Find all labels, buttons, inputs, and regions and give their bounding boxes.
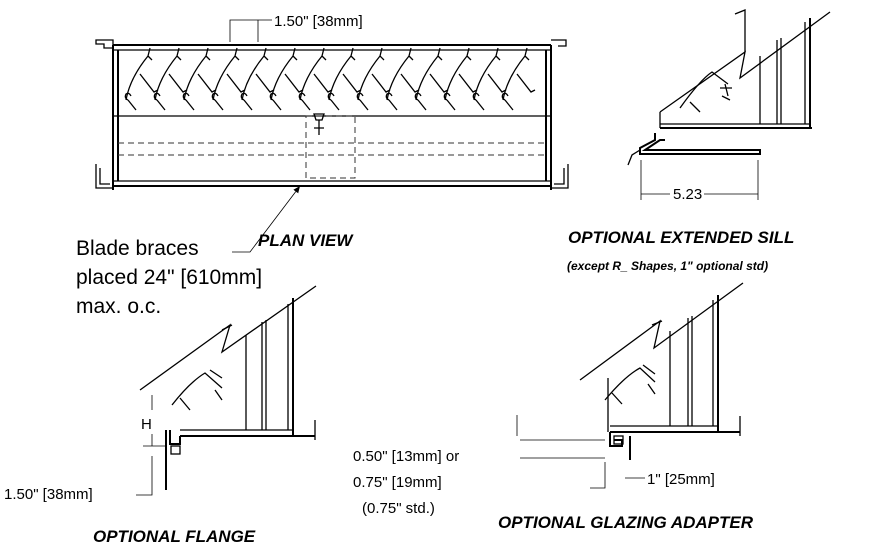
- plan-view-blade-hook: [182, 92, 190, 101]
- plan-view-blade: [270, 47, 304, 111]
- glazing-adapter-width-dimension: 1" [25mm]: [647, 471, 715, 488]
- plan-view-blade: [357, 47, 391, 111]
- plan-view-drawing: [95, 19, 569, 253]
- plan-view-blade: [299, 47, 333, 111]
- plan-view-blade: [415, 47, 449, 111]
- plan-view-blade: [125, 47, 159, 111]
- plan-view-blade-hook: [269, 92, 277, 101]
- blade-brace-note-line3: max. o.c.: [76, 295, 161, 318]
- plan-view-blade: [328, 47, 362, 111]
- plan-view-blade: [502, 47, 536, 111]
- plan-view-blade: [444, 47, 478, 111]
- plan-view-blade-hook: [356, 92, 364, 101]
- plan-view-blade: [386, 47, 420, 111]
- plan-view-blade-hook: [327, 92, 335, 101]
- plan-view-blade-hook: [472, 92, 480, 101]
- plan-view-blade-hook: [443, 92, 451, 101]
- plan-view-blade: [212, 47, 246, 111]
- flange-dimension: 1.50" [38mm]: [4, 486, 93, 503]
- plan-view-blades: [124, 47, 536, 111]
- plan-view-blade-hook: [298, 92, 306, 101]
- glazing-adapter-dim-line3: (0.75" std.): [362, 500, 435, 517]
- plan-view-blade-hook: [124, 92, 132, 101]
- plan-view-blade-hook: [211, 92, 219, 101]
- glazing-adapter-drawing: [516, 282, 744, 489]
- flange-drawing: [136, 285, 317, 496]
- plan-view-blade-hook: [385, 92, 393, 101]
- flange-height-label: H: [141, 416, 152, 433]
- plan-view-blade-hook: [414, 92, 422, 101]
- plan-view-blade: [183, 47, 217, 111]
- plan-view-blade-hook: [501, 92, 509, 101]
- plan-view-title: PLAN VIEW: [258, 231, 354, 250]
- plan-view-blade: [241, 47, 275, 111]
- flange-title: OPTIONAL FLANGE: [93, 527, 256, 546]
- blade-brace-note-line1: Blade braces: [76, 237, 199, 260]
- glazing-adapter-dim-line1: 0.50" [13mm] or: [353, 448, 459, 465]
- glazing-adapter-title: OPTIONAL GLAZING ADAPTER: [498, 513, 754, 532]
- blade-brace-note-line2: placed 24" [610mm]: [76, 266, 262, 289]
- extended-sill-drawing: [627, 9, 831, 200]
- plan-view-blade: [154, 47, 188, 111]
- plan-view-blade: [473, 47, 507, 111]
- plan-view-blade-hook: [240, 92, 248, 101]
- extended-sill-subtitle: (except R_ Shapes, 1" optional std): [567, 259, 768, 273]
- extended-sill-title: OPTIONAL EXTENDED SILL: [568, 228, 794, 247]
- plan-view-blade-hook: [153, 92, 161, 101]
- blade-spacing-dimension: 1.50" [38mm]: [274, 13, 363, 30]
- glazing-adapter-dim-line2: 0.75" [19mm]: [353, 474, 442, 491]
- extended-sill-dimension: 5.23: [673, 186, 702, 203]
